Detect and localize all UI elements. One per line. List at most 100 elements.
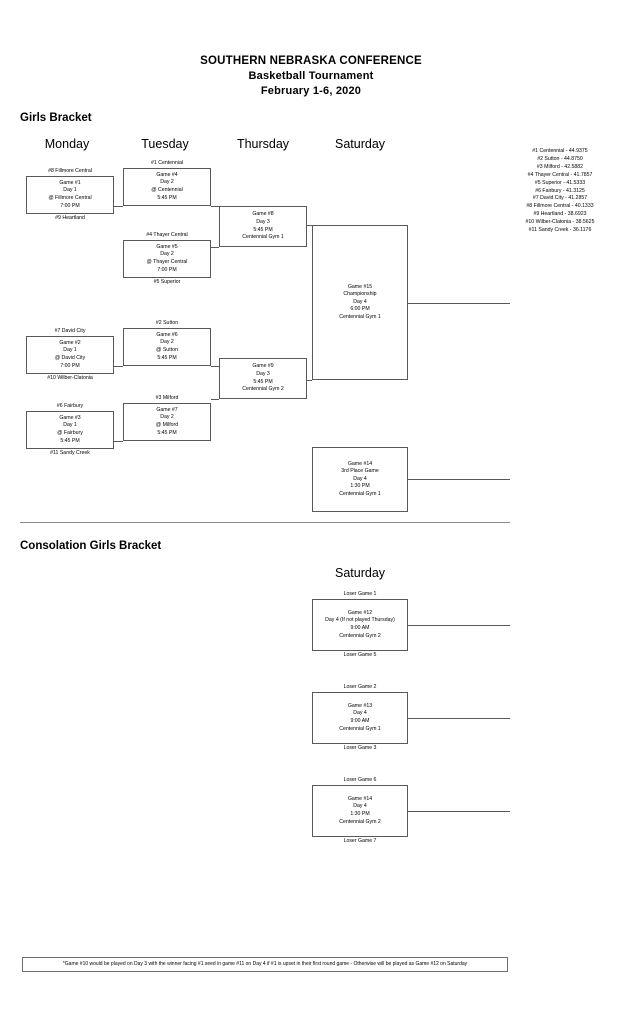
game8-line2: Day 3 (256, 218, 270, 225)
game9-line1: Game #9 (252, 363, 274, 370)
connector-game8-to-final (307, 225, 312, 226)
game-box-8[interactable]: Game #8 Day 3 5:45 PM Centennial Gym 1 (219, 206, 307, 247)
game-box-14-third-place[interactable]: Game #14 3rd Place Game Day 4 1:30 PM Ce… (312, 447, 408, 512)
seed-item: #8 Fillmore Central - 40.1333 (526, 203, 594, 210)
game14c-line3: 1:30 PM (350, 811, 370, 817)
game9-line4: Centennial Gym 2 (242, 386, 284, 393)
game12-bottom-slot: Loser Game 5 (343, 652, 377, 658)
seed-item: #6 Fairbury - 41.3125 (535, 187, 585, 194)
day-header-saturday: Saturday (334, 137, 386, 151)
connector-game9-to-final (307, 380, 312, 381)
connector-game5-to-game8 (211, 247, 219, 248)
game4-line4: 5:45 PM (157, 194, 177, 201)
game15-line5: Centennial Gym 1 (339, 313, 381, 320)
event-title: Basketball Tournament (248, 70, 374, 82)
game4-line3: @ Centennial (151, 187, 183, 193)
game12-top-slot: Loser Game 1 (343, 591, 377, 597)
game14c-output-line (408, 811, 510, 812)
game6-line1: Game #6 (156, 331, 178, 338)
game7-line2: Day 2 (160, 414, 174, 421)
game1-line4: 7:00 PM (60, 202, 80, 209)
event-dates: February 1-6, 2020 (260, 85, 362, 97)
game2-line3: @ David City (54, 355, 86, 361)
game9-line2: Day 3 (256, 370, 270, 377)
seed-item: #5 Superior - 41.5333 (534, 179, 586, 186)
game6-top-slot: #2 Sutton (155, 320, 179, 326)
game1-line1: Game #1 (59, 179, 81, 186)
day-header-tuesday: Tuesday (141, 137, 189, 151)
game-box-9[interactable]: Game #9 Day 3 5:45 PM Centennial Gym 2 (219, 358, 307, 399)
game2-bottom-slot: #10 Wilber-Clatonia (47, 375, 93, 381)
game4-top-slot: #1 Centennial (150, 160, 183, 166)
game-box-4[interactable]: Game #4 Day 2 @ Centennial 5:45 PM (123, 168, 211, 206)
game3-line3: @ Fairbury (57, 430, 83, 436)
game5-line2: Day 2 (160, 251, 174, 258)
game14third-line4: 1:30 PM (350, 483, 370, 490)
game13-line3: 9:00 AM (350, 718, 370, 724)
game14c-bottom-slot: Loser Game 7 (343, 838, 377, 844)
game-box-7[interactable]: Game #7 Day 2 @ Milford 5:45 PM (123, 403, 211, 441)
game15-line2: Championship (343, 291, 377, 298)
game3-top-slot: #6 Fairbury (56, 403, 84, 409)
game-box-15-championship[interactable]: Game #15 Championship Day 4 6:00 PM Cent… (312, 225, 408, 380)
game-box-12[interactable]: Game #12 Day 4 (If not played Thursday) … (312, 599, 408, 651)
document-header: SOUTHERN NEBRASKA CONFERENCE Basketball … (0, 54, 622, 99)
game3-line2: Day 1 (63, 422, 77, 429)
game4-line1: Game #4 (156, 171, 178, 178)
game-box-6[interactable]: Game #6 Day 2 @ Sutton 5:45 PM (123, 328, 211, 366)
game2-line2: Day 1 (63, 347, 77, 354)
game12-line4: Centennial Gym 2 (339, 632, 381, 639)
game5-bottom-slot: #5 Superior (153, 279, 181, 285)
game5-line1: Game #5 (156, 243, 178, 250)
game12-line3: 9:00 AM (350, 625, 370, 631)
game12-line2: Day 4 (If not played Thursday) (325, 617, 395, 624)
game14c-line1: Game #14 (347, 795, 373, 802)
connector-game7-to-game9 (211, 399, 219, 400)
seed-item: #11 Sandy Creek - 36.1176 (528, 227, 592, 234)
game-box-5[interactable]: Game #5 Day 2 @ Thayer Central 7:00 PM (123, 240, 211, 278)
game8-line1: Game #8 (252, 211, 274, 218)
game8-line3: 5:45 PM (253, 226, 273, 233)
game13-line2: Day 4 (353, 710, 367, 717)
seed-item: #1 Centennial - 44.9375 (532, 148, 588, 154)
day-header-thursday: Thursday (236, 137, 290, 151)
game13-bottom-slot: Loser Game 3 (343, 745, 377, 751)
game2-line1: Game #2 (59, 339, 81, 346)
game14c-line4: Centennial Gym 2 (339, 818, 381, 825)
game1-top-slot: #8 Fillmore Central (48, 168, 92, 174)
consolation-bracket-heading: Consolation Girls Bracket (20, 540, 162, 552)
seed-item: #2 Sutton - 44.8750 (537, 155, 583, 162)
section-divider (20, 522, 510, 523)
seed-item: #7 David City - 41.2857 (532, 195, 588, 202)
game-box-1[interactable]: Game #1 Day 1 @ Fillmore Central 7:00 PM (26, 176, 114, 214)
game15-line3: Day 4 (353, 298, 367, 305)
game7-line3: @ Milford (155, 422, 179, 428)
game4-line2: Day 2 (160, 179, 174, 186)
game14third-line3: Day 4 (353, 475, 367, 482)
connector-game4-to-game8 (211, 206, 219, 207)
game-box-14-consolation[interactable]: Game #14 Day 4 1:30 PM Centennial Gym 2 (312, 785, 408, 837)
day-header-consolation-saturday: Saturday (334, 566, 386, 580)
game5-line4: 7:00 PM (157, 266, 177, 273)
game6-line4: 5:45 PM (157, 354, 177, 361)
game13-output-line (408, 718, 510, 719)
game14third-line2: 3rd Place Game (341, 468, 379, 475)
seed-item: #3 Milford - 42.5882 (536, 163, 584, 170)
game7-line1: Game #7 (156, 406, 178, 413)
game-box-13[interactable]: Game #13 Day 4 9:00 AM Centennial Gym 1 (312, 692, 408, 744)
game13-top-slot: Loser Game 2 (343, 684, 377, 690)
game8-line4: Centennial Gym 1 (242, 234, 284, 241)
seed-item: #10 Wilber-Clatonia - 38.5625 (525, 219, 595, 226)
game1-line2: Day 1 (63, 187, 77, 194)
game3-line1: Game #3 (59, 414, 81, 421)
footnote-text: *Game #10 would be played on Day 3 with … (22, 957, 508, 972)
game-box-2[interactable]: Game #2 Day 1 @ David City 7:00 PM (26, 336, 114, 374)
game5-line3: @ Thayer Central (146, 259, 188, 265)
game7-line4: 5:45 PM (157, 429, 177, 436)
game6-line3: @ Sutton (156, 347, 178, 353)
conference-title: SOUTHERN NEBRASKA CONFERENCE (200, 55, 422, 67)
game15-line1: Game #15 (347, 283, 373, 290)
game3-line4: 5:45 PM (60, 437, 80, 444)
game7-top-slot: #3 Milford (155, 395, 179, 401)
game-box-3[interactable]: Game #3 Day 1 @ Fairbury 5:45 PM (26, 411, 114, 449)
